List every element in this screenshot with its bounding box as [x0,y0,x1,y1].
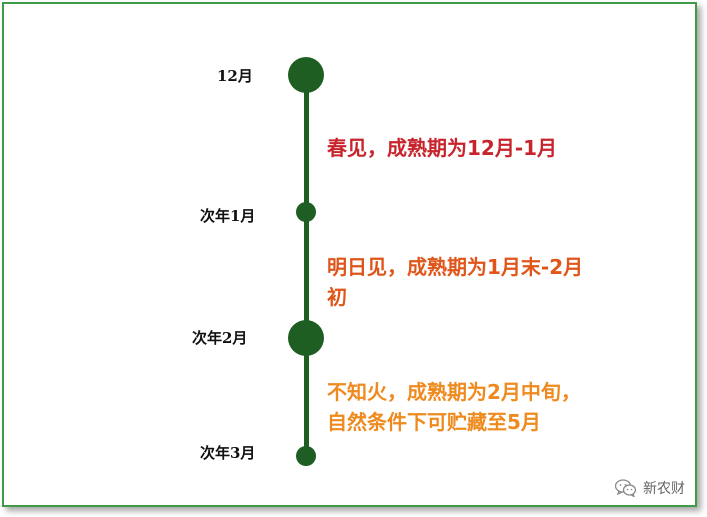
month-label-jan: 次年1月 [200,207,256,225]
watermark-text: 新农财 [643,481,685,497]
timeline-node-jan [296,202,316,222]
variety-buzhihuo-line-2: 自然条件下可贮藏至5月 [327,410,541,434]
month-label-mar: 次年3月 [200,444,256,462]
watermark: 新农财 [615,478,685,498]
variety-mingrijian-line-2: 初 [327,285,347,309]
variety-buzhihuo-line-1: 不知火，成熟期为2月中旬， [327,380,581,404]
timeline-line [304,74,309,457]
timeline-node-mar [296,446,316,466]
variety-mingrijian: 明日见，成熟期为1月末-2月 初 [327,252,583,312]
variety-mingrijian-line-1: 明日见，成熟期为1月末-2月 [327,255,584,279]
month-label-feb: 次年2月 [192,329,248,347]
variety-buzhihuo: 不知火，成熟期为2月中旬， 自然条件下可贮藏至5月 [327,377,581,437]
wechat-icon [615,479,637,497]
diagram-frame [2,2,697,507]
timeline-node-dec [288,57,324,93]
month-label-dec: 12月 [217,67,253,85]
variety-chunjian: 春见，成熟期为12月-1月 [327,133,557,163]
variety-chunjian-line-1: 春见，成熟期为12月-1月 [327,136,558,160]
timeline-node-feb [288,320,324,356]
